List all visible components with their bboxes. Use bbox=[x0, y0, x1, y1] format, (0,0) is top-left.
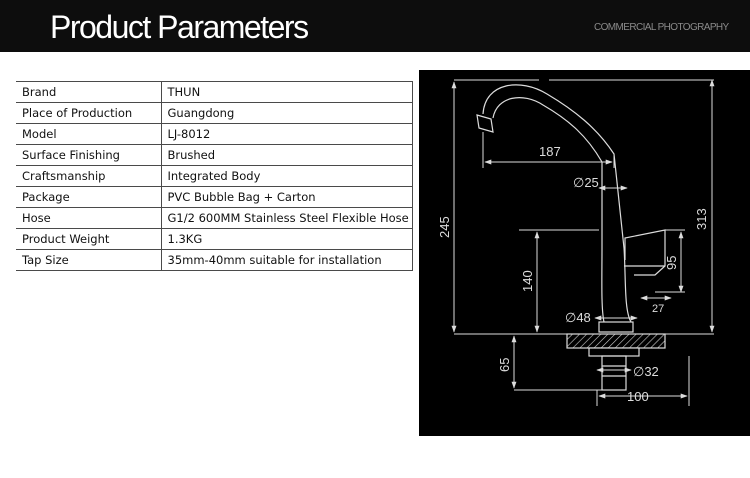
param-value: Guangdong bbox=[160, 102, 413, 124]
param-label: Tap Size bbox=[16, 249, 162, 271]
param-label: Brand bbox=[16, 81, 162, 103]
param-label: Package bbox=[16, 186, 162, 208]
dim-total-height-label: 245 bbox=[437, 216, 452, 238]
table-row: Place of Production Guangdong bbox=[16, 102, 413, 124]
parameters-table: Brand THUN Place of Production Guangdong… bbox=[16, 81, 413, 271]
dim-base-dia-label: ∅48 bbox=[565, 310, 591, 325]
param-value: 1.3KG bbox=[160, 228, 413, 250]
param-value: Integrated Body bbox=[160, 165, 413, 187]
table-row: Brand THUN bbox=[16, 81, 413, 103]
table-row: Surface Finishing Brushed bbox=[16, 144, 413, 166]
dim-handle-width-label: 27 bbox=[652, 303, 664, 315]
spout-inner-outline bbox=[492, 97, 605, 323]
param-label: Hose bbox=[16, 207, 162, 229]
dim-base-height-label: 140 bbox=[520, 270, 535, 292]
param-value: PVC Bubble Bag + Carton bbox=[160, 186, 413, 208]
table-row: Craftsmanship Integrated Body bbox=[16, 165, 413, 187]
header-banner: Product Parameters COMMERCIAL PHOTOGRAPH… bbox=[0, 0, 750, 52]
shank bbox=[601, 355, 627, 391]
param-label: Place of Production bbox=[16, 102, 162, 124]
spout-tip bbox=[476, 114, 494, 133]
dim-reach-label: 187 bbox=[539, 144, 561, 159]
param-value: Brushed bbox=[160, 144, 413, 166]
faucet-dimension-diagram: 187 ∅25 245 313 140 95 27 ∅48 65 ∅32 100 bbox=[419, 70, 750, 436]
dim-nut-width-label: 100 bbox=[627, 389, 649, 404]
param-label: Model bbox=[16, 123, 162, 145]
table-row: Hose G1/2 600MM Stainless Steel Flexible… bbox=[16, 207, 413, 229]
handle-outline bbox=[624, 229, 666, 276]
param-label: Surface Finishing bbox=[16, 144, 162, 166]
banner-subtitle: COMMERCIAL PHOTOGRAPHY bbox=[594, 22, 729, 33]
table-row: Tap Size 35mm-40mm suitable for installa… bbox=[16, 249, 413, 271]
dim-overall-height-label: 313 bbox=[694, 208, 709, 230]
faucet-base bbox=[598, 321, 634, 333]
table-row: Model LJ-8012 bbox=[16, 123, 413, 145]
param-label: Product Weight bbox=[16, 228, 162, 250]
dim-shank-dia-label: ∅32 bbox=[633, 364, 659, 379]
faucet-drawing: 187 ∅25 245 313 140 95 27 ∅48 65 ∅32 100 bbox=[437, 79, 715, 406]
param-value: 35mm-40mm suitable for installation bbox=[160, 249, 413, 271]
param-value: THUN bbox=[160, 81, 413, 103]
spout-outline bbox=[482, 84, 632, 323]
page-title: Product Parameters bbox=[50, 9, 309, 45]
table-row: Package PVC Bubble Bag + Carton bbox=[16, 186, 413, 208]
table-row: Product Weight 1.3KG bbox=[16, 228, 413, 250]
dim-pipe-dia-label: ∅25 bbox=[573, 175, 599, 190]
deck-section bbox=[566, 333, 666, 349]
param-label: Craftsmanship bbox=[16, 165, 162, 187]
param-value: LJ-8012 bbox=[160, 123, 413, 145]
mounting-nut bbox=[588, 347, 640, 357]
param-value: G1/2 600MM Stainless Steel Flexible Hose bbox=[160, 207, 413, 229]
dim-handle-height-label: 95 bbox=[664, 256, 679, 270]
dim-shank-length-label: 65 bbox=[497, 358, 512, 372]
